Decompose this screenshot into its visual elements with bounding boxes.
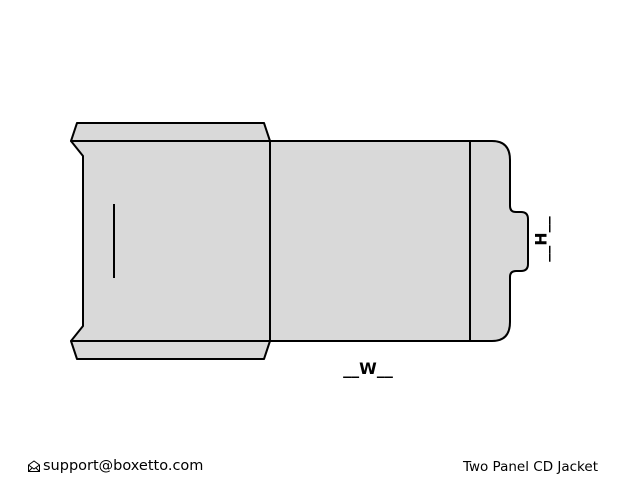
bottom-flap [70, 340, 271, 360]
support-contact: support@boxetto.com [27, 458, 203, 474]
dieline-shapes [70, 122, 529, 360]
top-flap [70, 122, 271, 142]
left-panel [70, 140, 271, 342]
right-panel [269, 140, 471, 342]
tuck-flap [469, 140, 529, 342]
product-name: Two Panel CD Jacket [462, 459, 598, 475]
envelope-icon [27, 459, 41, 473]
support-email[interactable]: support@boxetto.com [43, 458, 204, 474]
width-dimension-label: __W__ [343, 359, 393, 378]
height-dimension-label: __H__ [532, 216, 551, 261]
